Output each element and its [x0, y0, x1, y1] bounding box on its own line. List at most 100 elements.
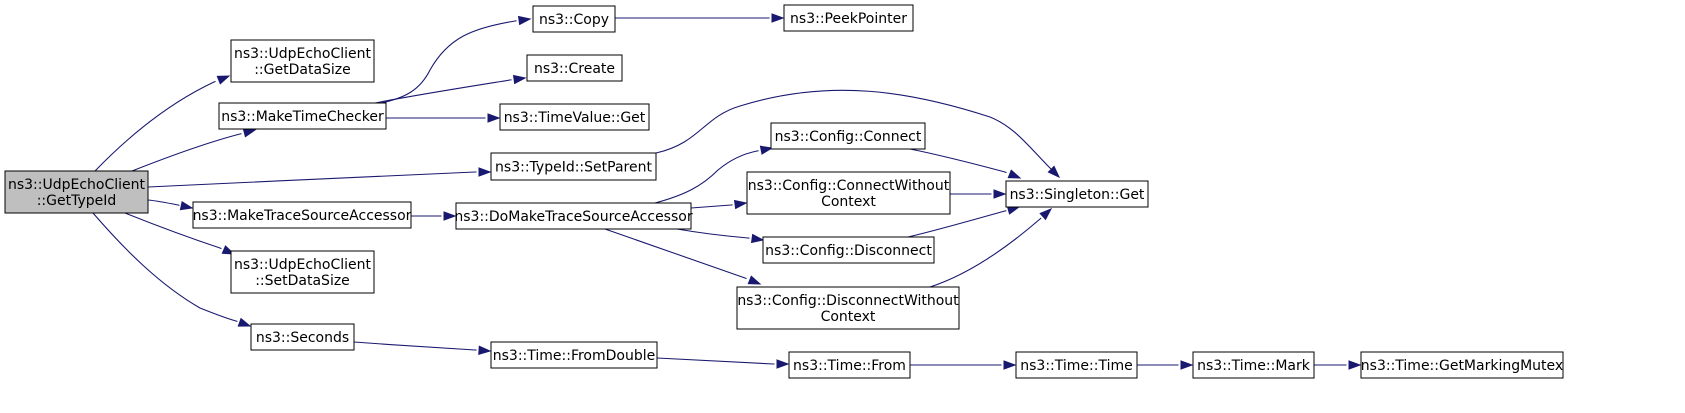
- node-label: ::GetTypeId: [37, 193, 117, 209]
- arrowhead: [747, 275, 762, 285]
- edge-copy-to-peekpointer: [615, 13, 785, 23]
- edge-timetime-to-timemark: [1137, 360, 1194, 370]
- node-configconnect[interactable]: ns3::Config::Connect: [770, 122, 926, 150]
- edge-maketracesourceaccessor-to-domaketracesourceaccessor: [410, 211, 457, 221]
- arrowhead: [237, 317, 252, 327]
- node-copy[interactable]: ns3::Copy: [532, 5, 616, 33]
- call-graph-nodes: ns3::UdpEchoClient::GetTypeIdns3::UdpEch…: [4, 4, 1564, 379]
- edge-root-to-seconds: [92, 212, 252, 327]
- arrowhead: [750, 233, 765, 244]
- node-label: ns3::Config::ConnectWithout: [748, 178, 950, 194]
- node-timemark[interactable]: ns3::Time::Mark: [1192, 351, 1315, 379]
- node-getdatasize[interactable]: ns3::UdpEchoClient::GetDataSize: [230, 39, 375, 83]
- edge-configdisconnect-to-singletonget: [907, 205, 1021, 238]
- node-label: ns3::TypeId::SetParent: [495, 160, 652, 176]
- arrowhead: [512, 74, 527, 85]
- node-label: ns3::Config::Connect: [775, 129, 922, 145]
- node-label: Context: [821, 194, 876, 210]
- node-label: ns3::Seconds: [256, 330, 349, 346]
- edge-maketimechecker-to-create: [374, 74, 527, 104]
- node-label: ns3::TimeValue::Get: [504, 110, 646, 126]
- node-peekpointer[interactable]: ns3::PeekPointer: [783, 4, 914, 32]
- node-timevalueget[interactable]: ns3::TimeValue::Get: [499, 103, 650, 131]
- arrowhead: [517, 15, 532, 26]
- node-timefromdouble[interactable]: ns3::Time::FromDouble: [490, 341, 658, 369]
- node-label: ns3::Time::FromDouble: [493, 348, 656, 364]
- arrowhead: [242, 128, 257, 138]
- node-root[interactable]: ns3::UdpEchoClient::GetTypeId: [4, 170, 149, 214]
- edge-domaketracesourceaccessor-to-configconnect: [654, 145, 774, 204]
- node-timefrom[interactable]: ns3::Time::From: [788, 351, 911, 379]
- node-label: ns3::UdpEchoClient: [234, 46, 372, 62]
- arrowhead: [993, 189, 1007, 199]
- node-configdisconnect[interactable]: ns3::Config::Disconnect: [762, 236, 935, 264]
- node-label: ns3::MakeTimeChecker: [221, 109, 384, 125]
- arrowhead: [487, 113, 501, 123]
- arrowhead: [443, 211, 457, 221]
- node-box: [1015, 351, 1138, 379]
- node-seconds[interactable]: ns3::Seconds: [250, 323, 355, 351]
- node-box: [762, 236, 935, 264]
- arrowhead: [1348, 360, 1362, 370]
- node-box: [1360, 351, 1564, 379]
- arrowhead: [1003, 360, 1017, 370]
- edge-timefromdouble-to-timefrom: [656, 357, 790, 369]
- node-label: ns3::Singleton::Get: [1010, 187, 1145, 203]
- edge-timefrom-to-timetime: [910, 360, 1017, 370]
- edge-seconds-to-timefromdouble: [353, 341, 492, 355]
- arrowhead: [776, 359, 790, 369]
- node-create[interactable]: ns3::Create: [526, 54, 623, 82]
- edge-root-to-maketimechecker: [131, 128, 257, 172]
- node-box: [490, 152, 657, 181]
- node-domaketracesourceaccessor[interactable]: ns3::DoMakeTraceSourceAccessor: [454, 202, 693, 230]
- node-box: [526, 54, 623, 82]
- node-label: ns3::Time::GetMarkingMutex: [1361, 358, 1563, 374]
- edge-maketimechecker-to-copy: [380, 15, 532, 104]
- arrowhead: [1007, 169, 1022, 179]
- node-label: ns3::Copy: [539, 12, 609, 28]
- node-label: ns3::Config::Disconnect: [765, 243, 932, 259]
- edge-configdisconnectwithoutcontext-to-singletonget: [929, 208, 1053, 288]
- node-setdatasize[interactable]: ns3::UdpEchoClient::SetDataSize: [230, 250, 375, 294]
- node-label: ns3::MakeTraceSourceAccessor: [193, 208, 412, 224]
- edge-timemark-to-timegetmarkingmutex: [1314, 360, 1362, 370]
- arrowhead: [1047, 165, 1061, 179]
- node-label: ns3::UdpEchoClient: [234, 257, 372, 273]
- node-box: [455, 202, 692, 230]
- edge-domaketracesourceaccessor-to-configconnectwithoutcontext: [690, 199, 748, 210]
- node-label: ns3::Create: [534, 61, 615, 77]
- node-setparent[interactable]: ns3::TypeId::SetParent: [490, 152, 657, 181]
- edge-configconnectwithoutcontext-to-singletonget: [949, 189, 1007, 199]
- node-timegetmarkingmutex[interactable]: ns3::Time::GetMarkingMutex: [1360, 351, 1564, 379]
- edge-configconnect-to-singletonget: [909, 148, 1022, 179]
- edge-domaketracesourceaccessor-to-configdisconnectwithoutcontext: [604, 228, 762, 285]
- edge-root-to-getdatasize: [94, 75, 231, 172]
- node-label: ns3::Time::Mark: [1197, 358, 1311, 374]
- node-box: [4, 170, 149, 214]
- arrowhead: [478, 167, 492, 177]
- node-box: [788, 351, 911, 379]
- call-graph-edges: [92, 13, 1362, 370]
- node-label: ns3::Config::DisconnectWithout: [737, 293, 959, 309]
- arrowhead: [1039, 208, 1053, 221]
- node-box: [230, 250, 375, 294]
- edge-domaketracesourceaccessor-to-configdisconnect: [676, 228, 765, 244]
- edge-root-to-setparent: [147, 167, 492, 188]
- node-label: ns3::PeekPointer: [790, 11, 907, 27]
- node-box: [1005, 180, 1149, 208]
- arrowhead: [478, 345, 492, 355]
- arrowhead: [771, 13, 785, 23]
- node-maketracesourceaccessor[interactable]: ns3::MakeTraceSourceAccessor: [192, 201, 412, 229]
- edge-setparent-to-singletonget: [655, 89, 1061, 179]
- node-timetime[interactable]: ns3::Time::Time: [1015, 351, 1138, 379]
- arrowhead: [733, 199, 748, 210]
- node-singletonget[interactable]: ns3::Singleton::Get: [1005, 180, 1149, 208]
- arrowhead: [1180, 360, 1194, 370]
- node-box: [250, 323, 355, 351]
- node-maketimechecker[interactable]: ns3::MakeTimeChecker: [218, 102, 387, 130]
- node-box: [532, 5, 616, 33]
- node-box: [770, 122, 926, 150]
